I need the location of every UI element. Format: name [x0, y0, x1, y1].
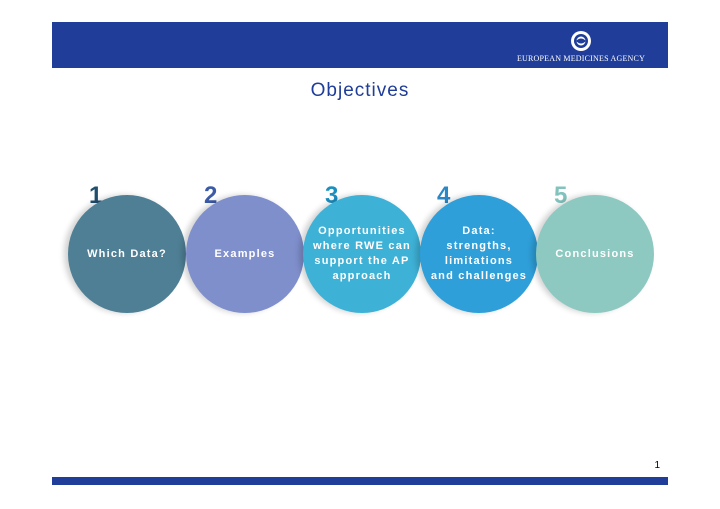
header-bar — [52, 22, 668, 68]
step-4-number: 4 — [437, 182, 451, 209]
step-5-label: Conclusions — [555, 247, 635, 260]
step-2-label: Examples — [214, 247, 276, 260]
step-4-circle: Data: strengths, limitations and challen… — [420, 195, 538, 313]
step-3-circle: Opportunities where RWE can support the … — [303, 195, 421, 313]
step-3-label: Opportunities where RWE can support the … — [313, 225, 411, 282]
step-1-circle: Which Data? — [68, 195, 186, 313]
step-2-circle: Examples — [186, 195, 304, 313]
step-4-label: Data: strengths, limitations and challen… — [430, 225, 528, 282]
page-number: 1 — [654, 460, 660, 471]
step-5-circle: Conclusions — [536, 195, 654, 313]
footer-bar — [52, 477, 668, 485]
ema-logo-icon — [571, 31, 591, 51]
step-1-label: Which Data? — [87, 247, 167, 260]
agency-name: EUROPEAN MEDICINES AGENCY — [516, 54, 646, 63]
slide-title: Objectives — [310, 80, 410, 101]
